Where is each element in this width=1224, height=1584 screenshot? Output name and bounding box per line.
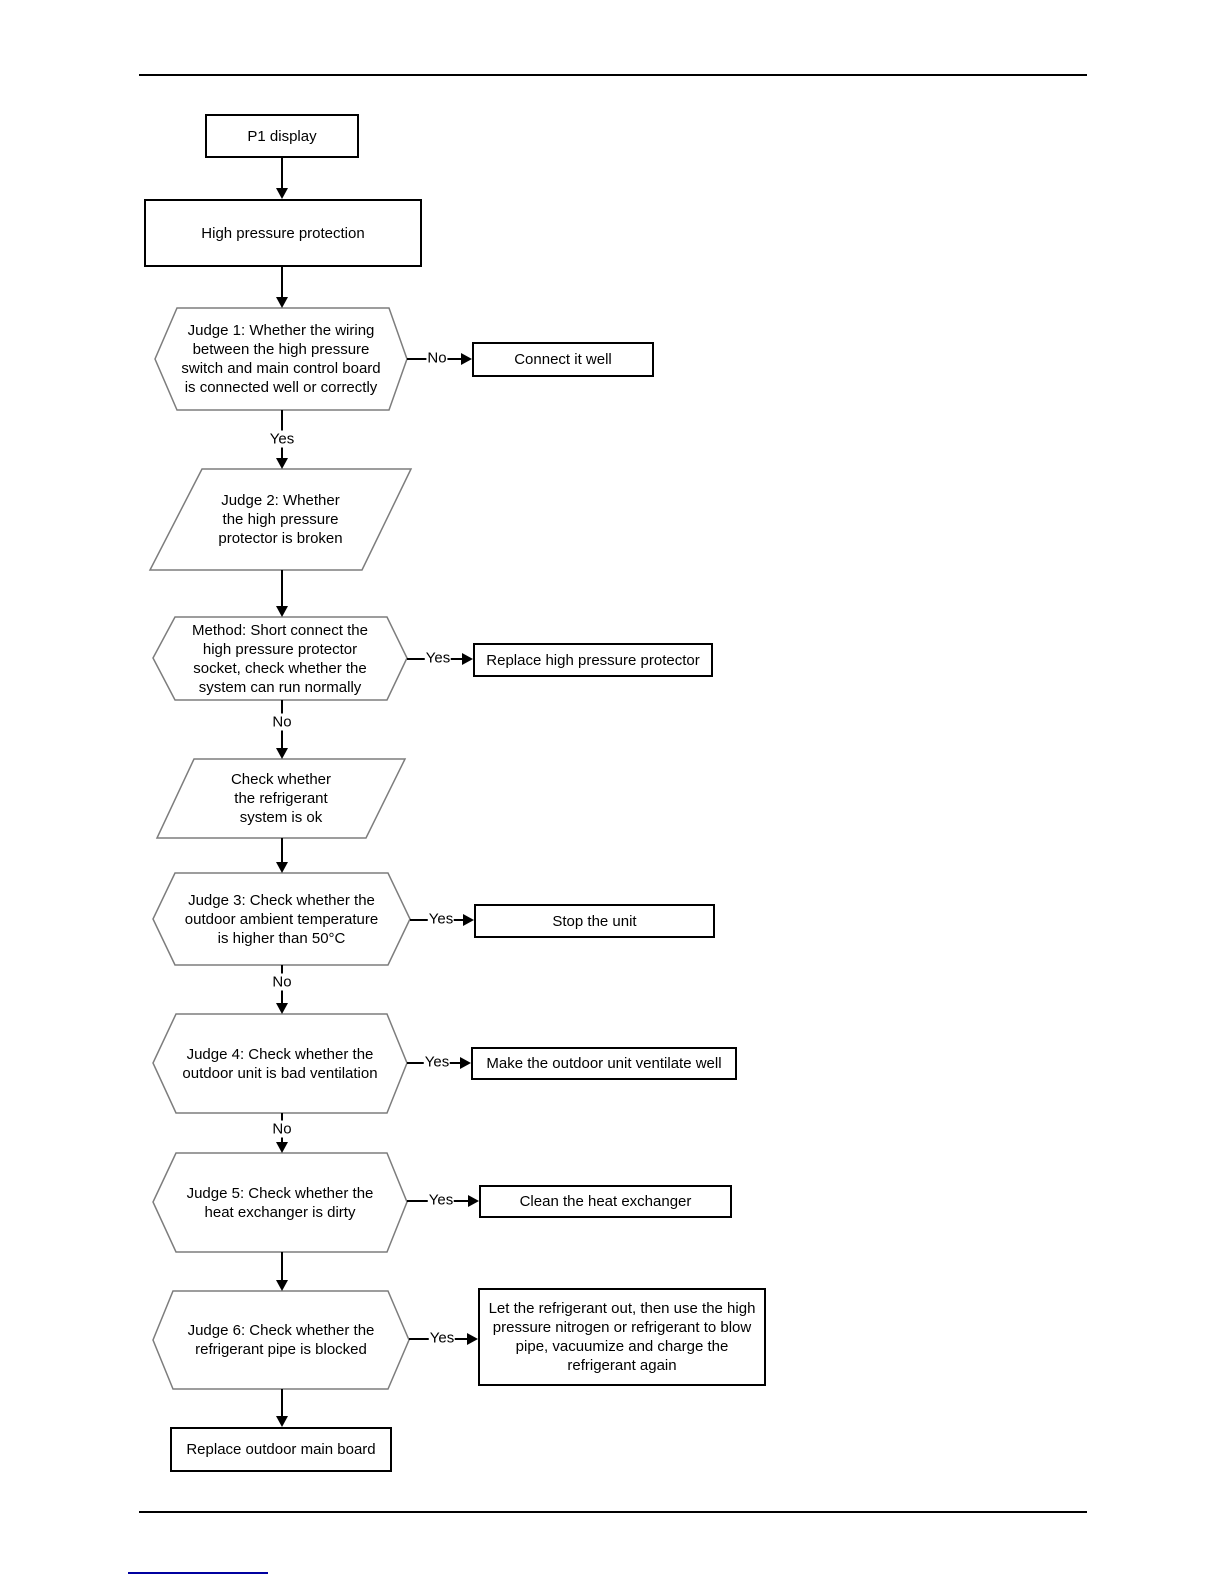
node-connect-it-well: Connect it well xyxy=(472,342,654,377)
arrowhead xyxy=(276,1280,288,1291)
judge3-hexagon xyxy=(152,872,411,966)
node-clean-heat-exchanger: Clean the heat exchanger xyxy=(479,1185,732,1218)
arrowhead xyxy=(460,1057,471,1069)
arrowhead xyxy=(462,653,473,665)
node-judge4: Judge 4: Check whether the outdoor unit … xyxy=(182,1045,378,1082)
node-judge5: Judge 5: Check whether the heat exchange… xyxy=(186,1184,374,1221)
edge-label-judge5-yes: Yes xyxy=(427,1191,455,1209)
edge-label-judge6-yes: Yes xyxy=(428,1329,456,1347)
node-method: Method: Short connect the high pressure … xyxy=(192,621,368,696)
node-p1-display: P1 display xyxy=(205,114,359,158)
arrowhead xyxy=(276,1416,288,1427)
node-make-outdoor-unit-ventilate-well: Make the outdoor unit ventilate well xyxy=(471,1047,737,1080)
edge-label-judge3-yes: Yes xyxy=(427,910,455,928)
edge-label-method-no: No xyxy=(271,713,293,731)
edge-label-method-yes: Yes xyxy=(424,649,452,667)
node-judge1: Judge 1: Whether the wiring between the … xyxy=(181,322,381,396)
node-high-pressure-protection: High pressure protection xyxy=(144,199,422,267)
arrowhead xyxy=(468,1195,479,1207)
node-judge2: Judge 2: Whether the high pressure prote… xyxy=(218,492,343,547)
method-hexagon xyxy=(152,616,408,701)
arrowhead xyxy=(276,188,288,199)
arrowhead xyxy=(276,1142,288,1153)
judge4-hexagon xyxy=(152,1013,408,1114)
check-refrigerant-parallelogram xyxy=(155,758,407,839)
judge1-hexagon xyxy=(154,307,408,411)
arrowhead xyxy=(276,862,288,873)
edge-label-judge3-no: No xyxy=(271,973,293,991)
node-replace-high-pressure-protector: Replace high pressure protector xyxy=(473,643,713,677)
node-judge6: Judge 6: Check whether the refrigerant p… xyxy=(187,1322,375,1358)
node-check-refrigerant: Check whether the refrigerant system is … xyxy=(230,771,332,826)
node-judge3: Judge 3: Check whether the outdoor ambie… xyxy=(184,891,379,947)
arrowhead xyxy=(276,606,288,617)
arrowhead xyxy=(467,1333,478,1345)
arrowhead xyxy=(461,353,472,365)
edge-label-judge1-no: No xyxy=(426,349,448,367)
judge6-hexagon xyxy=(152,1290,410,1390)
node-stop-the-unit: Stop the unit xyxy=(474,904,715,938)
arrowhead xyxy=(276,458,288,469)
edge-label-judge4-yes: Yes xyxy=(423,1053,451,1071)
top-rule xyxy=(139,74,1087,76)
arrowhead xyxy=(276,297,288,308)
arrowhead xyxy=(276,748,288,759)
node-let-refrigerant-out: Let the refrigerant out, then use the hi… xyxy=(478,1288,766,1386)
judge2-parallelogram xyxy=(148,468,413,571)
judge5-hexagon xyxy=(152,1152,408,1253)
edge-label-judge1-yes: Yes xyxy=(268,430,296,448)
bottom-rule xyxy=(139,1511,1087,1513)
arrowhead xyxy=(463,914,474,926)
footer-link-underline[interactable] xyxy=(128,1572,268,1574)
edge-label-judge4-no: No xyxy=(271,1120,293,1138)
node-replace-outdoor-main-board: Replace outdoor main board xyxy=(170,1427,392,1472)
arrowhead xyxy=(276,1003,288,1014)
